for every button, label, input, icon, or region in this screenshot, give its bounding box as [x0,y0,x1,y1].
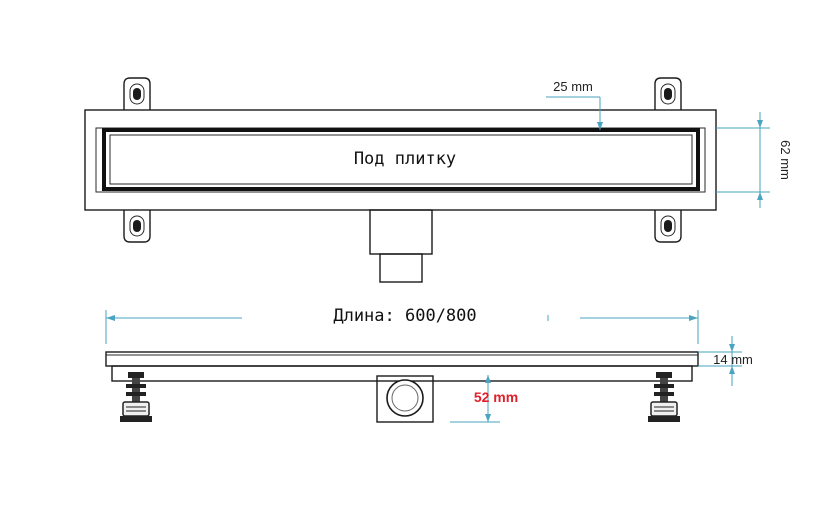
tile-insert-grate [102,128,700,191]
side-profile-top [105,351,699,367]
side-profile-body [111,365,693,382]
dim-outlet-height-label: 52 mm [474,389,518,405]
dimension-14mm: 14 mm [698,336,753,386]
dimension-25mm: 25 mm [546,79,603,130]
dimension-62mm: 62 mm [716,112,793,208]
adjustable-foot-icon [120,372,152,422]
cover-label: Под плитку [354,149,456,169]
dim-grate-gap-label: 25 mm [553,79,593,94]
mounting-bracket-icon [123,210,151,243]
top-view: Под плитку 25 mm 62 mm [84,77,793,283]
mounting-bracket-icon [654,210,682,243]
length-dimension: Длина: 600/800 [105,306,699,344]
dim-channel-width-label: 62 mm [778,140,793,180]
dimension-52mm: 52 mm [450,375,518,423]
drain-outlet-icon [376,375,434,423]
side-view: 14 mm 52 mm [105,336,753,423]
mounting-bracket-icon [123,77,151,110]
dim-profile-height-label: 14 mm [713,352,753,367]
adjustable-foot-icon [648,372,680,422]
drain-outlet-icon [369,209,433,283]
length-label: Длина: 600/800 [333,306,476,326]
mounting-bracket-icon [654,77,682,110]
